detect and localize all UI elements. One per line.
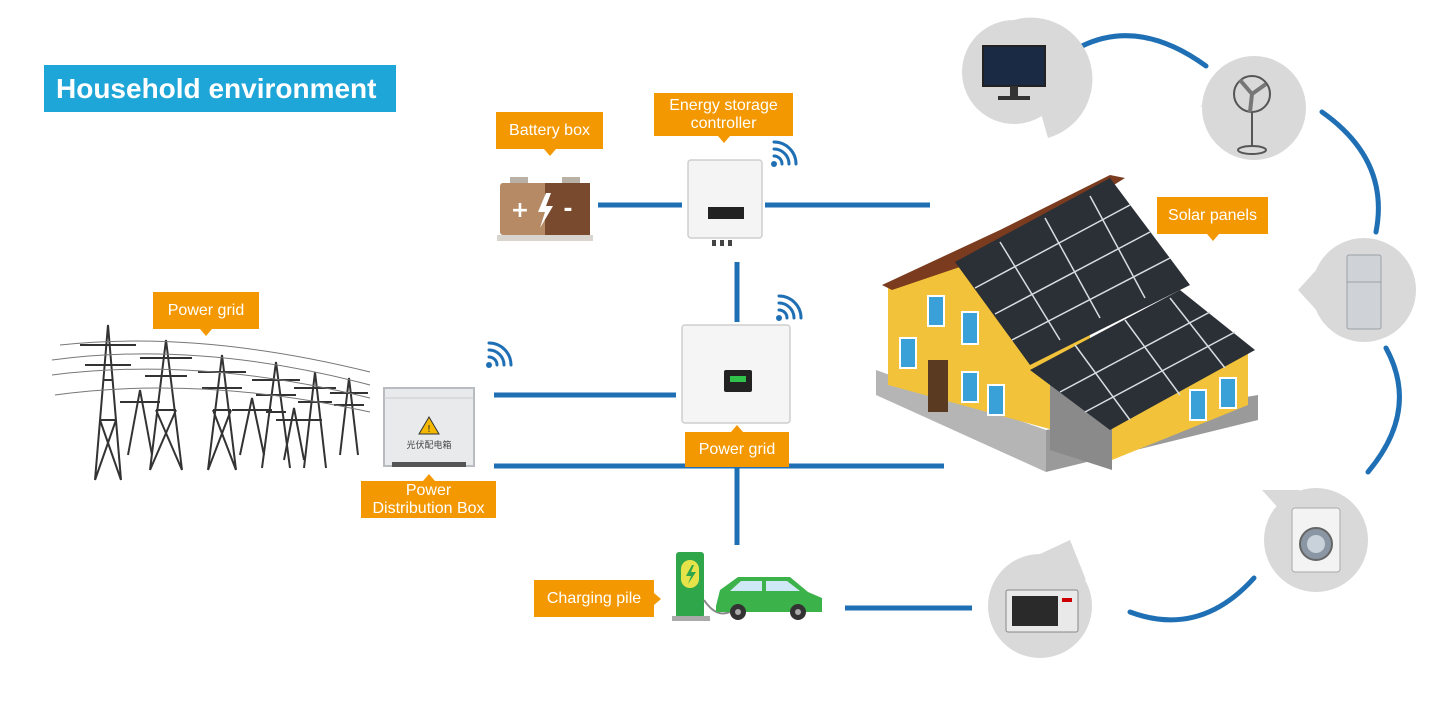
house: [876, 175, 1258, 472]
distribution-box: ! 光伏配电箱: [383, 387, 475, 467]
power-grid-center-label: Power grid: [685, 425, 789, 467]
power-grid-left-label: Power grid: [153, 292, 259, 336]
svg-text:+: +: [511, 198, 529, 223]
power-distribution-box-label: Power Distribution Box: [361, 474, 496, 518]
tower: [120, 389, 160, 456]
appliance-loop: [1079, 33, 1402, 623]
svg-text:!: !: [427, 424, 431, 435]
tower: [140, 339, 192, 471]
solar-panel-grid: [974, 195, 1236, 421]
electric-car: [716, 577, 822, 620]
house-door: [928, 360, 948, 412]
arc-monitor-fan: [1079, 33, 1209, 69]
svg-text:-: -: [563, 197, 572, 222]
energy-storage-controller-line-2: controller: [690, 114, 757, 132]
wifi-icon-controller: [771, 140, 798, 167]
wifi-icon-inverter: [776, 294, 803, 321]
appliance-refrigerator: [1298, 238, 1416, 342]
arc-washer-microwave: [1127, 575, 1257, 623]
appliance-monitor: [962, 17, 1093, 138]
inverter-device: [681, 324, 791, 424]
appliance-microwave: [988, 540, 1092, 658]
refrigerator-icon: [1346, 254, 1382, 330]
energy-storage-controller-line-1: Energy storage: [669, 96, 778, 114]
charging-pile-label: Charging pile: [534, 580, 661, 617]
tower: [252, 361, 300, 469]
tower: [198, 354, 246, 471]
tower: [80, 324, 136, 481]
arc-fan-fridge: [1319, 109, 1381, 235]
wifi-icon-distribution: [486, 341, 513, 368]
tower: [330, 377, 368, 456]
energy-storage-controller-label: Energy storage controller: [654, 93, 793, 143]
solar-panels-label: Solar panels: [1157, 197, 1268, 241]
power-distribution-box-line-2: Distribution Box: [372, 499, 485, 517]
battery-box: + -: [497, 177, 593, 241]
power-grid-towers: [51, 324, 371, 481]
battery-box-label: Battery box: [496, 112, 603, 156]
arc-fridge-washer: [1365, 345, 1402, 475]
tower: [276, 407, 312, 461]
power-lines: [51, 340, 371, 413]
appliance-fan: [1200, 56, 1306, 160]
appliance-washing-machine: [1262, 488, 1368, 592]
power-distribution-box-line-1: Power: [405, 481, 452, 499]
energy-storage-controller-device: [687, 159, 763, 246]
tower: [232, 397, 272, 456]
distribution-box-label: 光伏配电箱: [406, 439, 451, 451]
house-windows: [899, 295, 1237, 421]
monitor-icon: [982, 45, 1046, 87]
page-title: Household environment: [44, 65, 396, 112]
